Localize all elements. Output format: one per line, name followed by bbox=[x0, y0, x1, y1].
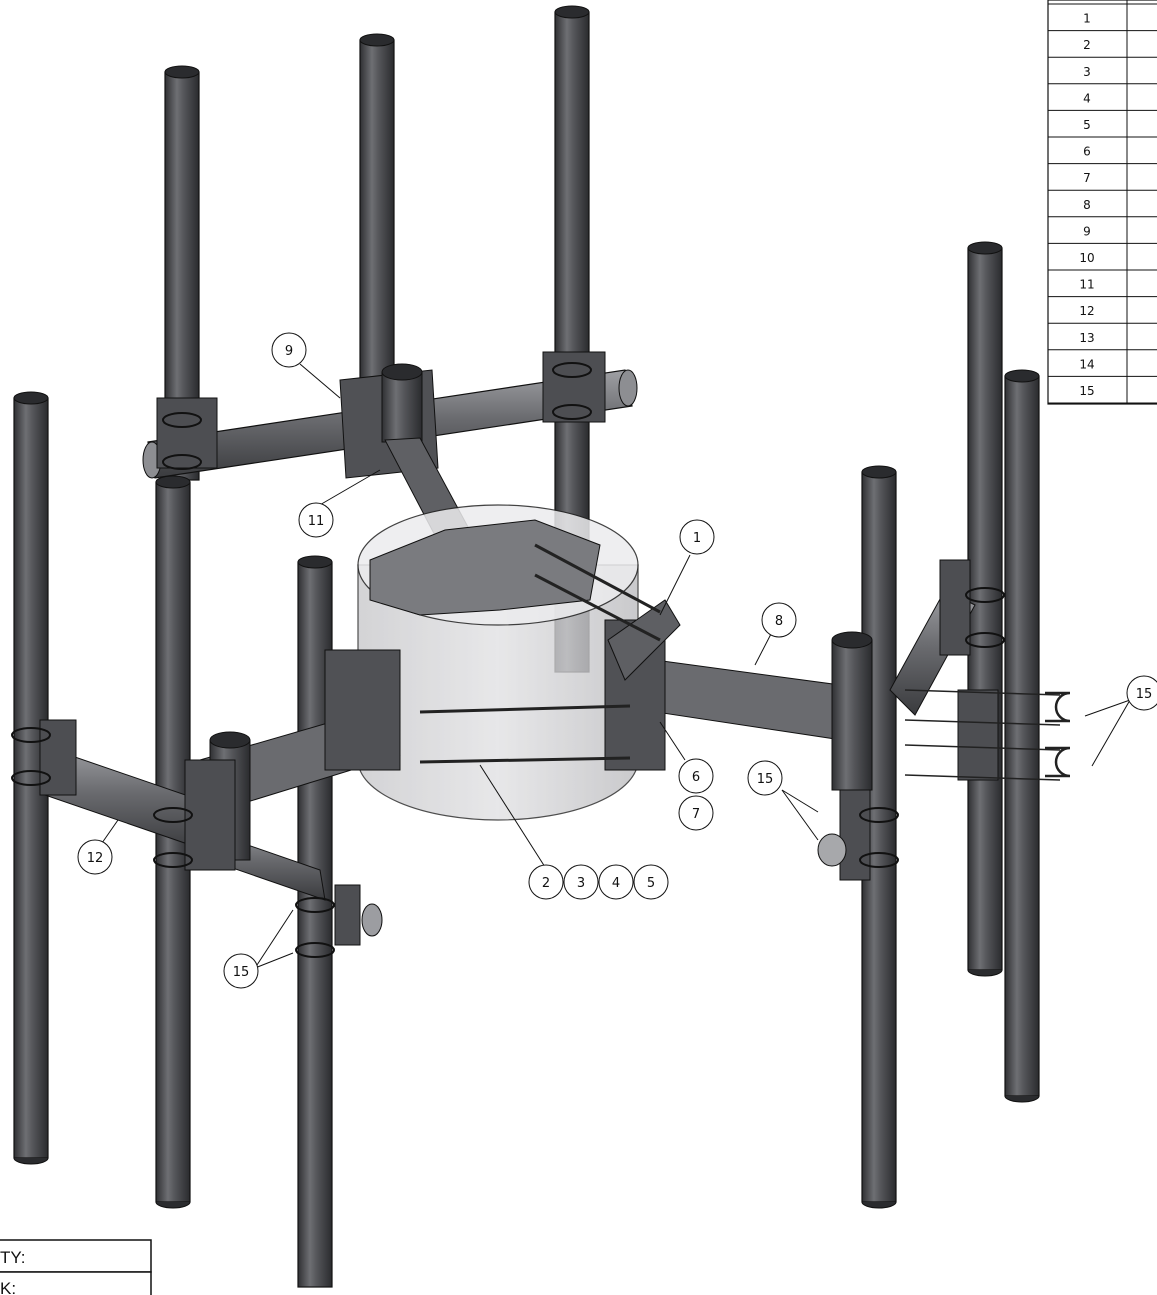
bom-item-number: 7 bbox=[1083, 171, 1091, 185]
pipe-front-center bbox=[297, 555, 333, 1288]
bom-item-number: 14 bbox=[1079, 357, 1094, 371]
bom-item-number: 10 bbox=[1079, 251, 1094, 265]
callout-8: 8 bbox=[761, 602, 797, 638]
bom-item-number: 3 bbox=[1083, 65, 1091, 79]
top-clamp-left bbox=[156, 397, 218, 469]
svg-text:9: 9 bbox=[285, 344, 293, 359]
pipe-center-back-left bbox=[359, 33, 395, 381]
bom-item-number: 9 bbox=[1083, 224, 1091, 238]
svg-text:12: 12 bbox=[87, 851, 104, 866]
svg-text:5: 5 bbox=[647, 876, 655, 891]
callout-6: 6 bbox=[678, 758, 714, 794]
bom-item-number: 15 bbox=[1079, 384, 1094, 398]
pipe-right-back bbox=[967, 241, 1003, 977]
callout-9: 9 bbox=[271, 332, 307, 368]
corner-table: TY: K: bbox=[0, 1239, 152, 1295]
threaded-rods bbox=[419, 543, 1061, 781]
bom-item-number: 5 bbox=[1083, 118, 1091, 132]
leader-lines bbox=[101, 363, 1131, 969]
svg-text:15: 15 bbox=[757, 772, 774, 787]
bom-item-number: 13 bbox=[1079, 331, 1094, 345]
top-crossbar bbox=[142, 351, 638, 546]
svg-text:11: 11 bbox=[308, 514, 325, 529]
svg-text:8: 8 bbox=[775, 614, 783, 629]
svg-text:1: 1 bbox=[693, 531, 701, 546]
tower-cylinder bbox=[357, 504, 639, 821]
callout-4: 4 bbox=[598, 864, 634, 900]
corner-row-2: K: bbox=[0, 1279, 16, 1295]
pipe-far-right bbox=[1004, 369, 1040, 1103]
callout-7: 7 bbox=[678, 795, 714, 831]
svg-text:15: 15 bbox=[233, 965, 250, 980]
callout-5: 5 bbox=[633, 864, 669, 900]
bom-item-number: 11 bbox=[1079, 278, 1094, 292]
left-mount-plate bbox=[324, 649, 401, 771]
callout-15-mid: 15 bbox=[747, 760, 783, 796]
left-arm bbox=[39, 649, 401, 946]
svg-text:15: 15 bbox=[1136, 687, 1153, 702]
clamp-bands bbox=[11, 362, 1005, 958]
callout-11: 11 bbox=[298, 502, 334, 538]
callout-12: 12 bbox=[77, 839, 113, 875]
center-bracket bbox=[369, 519, 601, 616]
svg-text:4: 4 bbox=[612, 876, 620, 891]
bom-item-number: 12 bbox=[1079, 304, 1094, 318]
callouts: 1 8 9 11 6 7 2 3 bbox=[77, 332, 1157, 989]
bom-item-number: 8 bbox=[1083, 198, 1091, 212]
bom-item-number: 1 bbox=[1083, 12, 1091, 26]
callout-15-right: 15 bbox=[1126, 675, 1157, 711]
corner-row-1: TY: bbox=[0, 1248, 26, 1267]
bom-item-number: 4 bbox=[1083, 91, 1091, 105]
callout-15-left: 15 bbox=[223, 953, 259, 989]
vertical-pipes bbox=[13, 5, 1040, 1288]
right-arm bbox=[604, 559, 999, 881]
callout-2: 2 bbox=[528, 864, 564, 900]
svg-text:2: 2 bbox=[542, 876, 550, 891]
svg-text:7: 7 bbox=[692, 807, 700, 822]
bom-item-number: 2 bbox=[1083, 38, 1091, 52]
svg-text:3: 3 bbox=[577, 876, 585, 891]
u-bolts bbox=[1045, 691, 1071, 778]
callout-1: 1 bbox=[679, 519, 715, 555]
bom-item-number: 6 bbox=[1083, 145, 1091, 159]
svg-text:6: 6 bbox=[692, 770, 700, 785]
callout-3: 3 bbox=[563, 864, 599, 900]
